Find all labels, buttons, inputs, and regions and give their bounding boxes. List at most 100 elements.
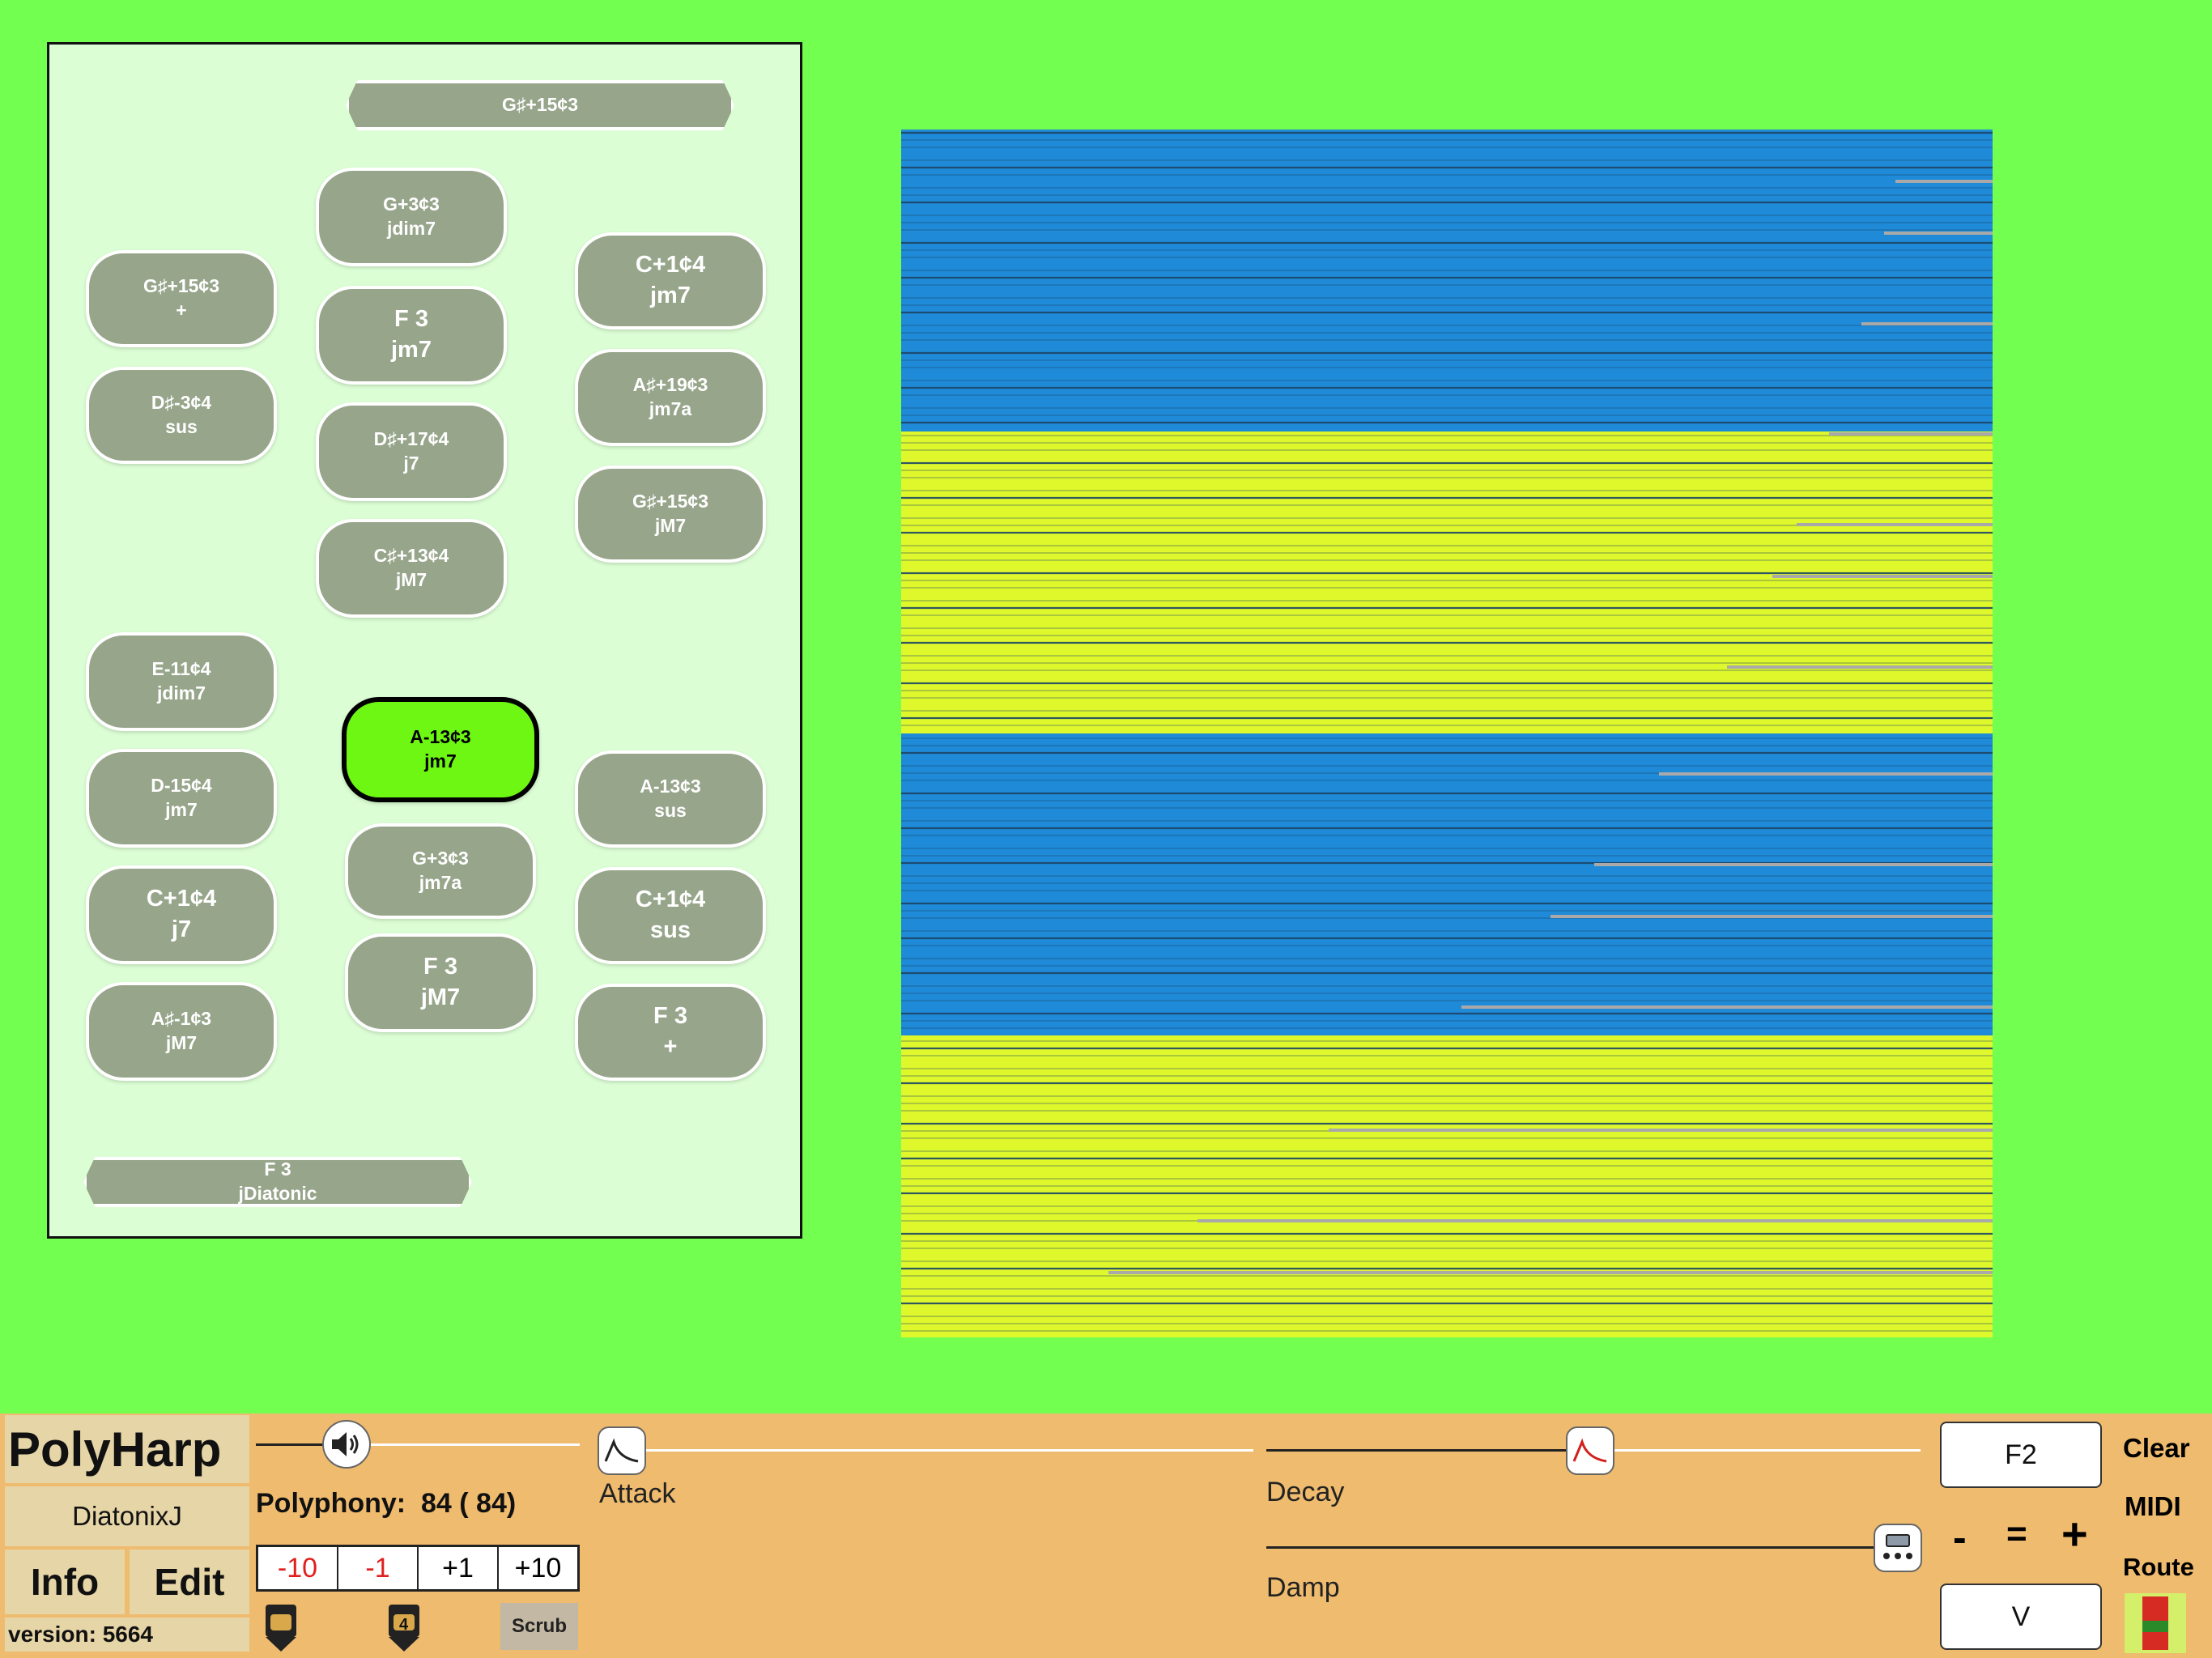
transpose-minus-button[interactable]: -: [1953, 1515, 1967, 1560]
string-section-blue: [901, 130, 1993, 432]
version-tile: version: 5664: [5, 1618, 249, 1652]
version-text: version: 5664: [8, 1622, 153, 1647]
volume-slider-track[interactable]: [256, 1443, 580, 1446]
chord-bar-bottom[interactable]: F 3 jDiatonic: [83, 1157, 472, 1207]
chord-key-root: A-13¢3: [410, 726, 471, 748]
polyphony-step-button[interactable]: -10: [258, 1547, 338, 1589]
chord-key-quality: jm7: [650, 283, 691, 308]
clear-button[interactable]: Clear: [2123, 1433, 2190, 1463]
base-note-value: F2: [2005, 1439, 2037, 1470]
damper-icon: [1883, 1534, 1912, 1559]
chord-key-root: G+3¢3: [412, 848, 469, 869]
chord-key-quality: +: [176, 300, 187, 321]
harp-strings-view[interactable]: [901, 130, 1993, 1337]
app-title: PolyHarp: [8, 1422, 222, 1477]
chord-bar-bottom-line1: F 3: [264, 1158, 291, 1180]
chord-key-root: C+1¢4: [635, 252, 706, 278]
chord-key-quality: sus: [654, 800, 687, 821]
pedal-icon-button[interactable]: [256, 1601, 306, 1653]
scrub-button[interactable]: Scrub: [500, 1603, 578, 1650]
chord-key-quality: jm7a: [419, 872, 462, 893]
info-button[interactable]: Info: [5, 1550, 125, 1614]
app-title-tile: PolyHarp: [5, 1415, 249, 1483]
transpose-reset-button[interactable]: =: [2006, 1514, 2027, 1554]
polyphony-step-button[interactable]: -1: [338, 1547, 419, 1589]
attack-envelope-icon: [604, 1438, 639, 1463]
pedal-icon: [266, 1605, 296, 1652]
chord-key-quality: +: [663, 1034, 678, 1060]
chord-key-root: C+1¢4: [146, 886, 217, 912]
attack-slider-track[interactable]: [622, 1449, 1253, 1452]
voicing-field[interactable]: V: [1940, 1584, 2102, 1650]
damp-slider-knob[interactable]: [1874, 1524, 1922, 1572]
octave-icon-button[interactable]: 4: [379, 1601, 429, 1653]
level-meter: [2125, 1593, 2186, 1653]
chord-key-quality: jdim7: [156, 682, 206, 704]
octave-icon-badge: 4: [399, 1616, 409, 1634]
volume-slider-knob[interactable]: [322, 1420, 371, 1469]
transpose-plus-button[interactable]: +: [2061, 1508, 2088, 1559]
chord-bar-top[interactable]: G♯+15¢3: [346, 80, 734, 130]
level-meter-icon: [2142, 1596, 2168, 1650]
polyphony-step-button[interactable]: +1: [419, 1547, 499, 1589]
chord-key-root: D♯-3¢4: [151, 392, 212, 414]
chord-key-root: F 3: [423, 954, 457, 980]
chord-key-quality: sus: [165, 416, 198, 437]
chord-key-root: G+3¢3: [383, 193, 440, 215]
chord-key-root: C+1¢4: [635, 886, 706, 913]
chord-key-quality: jM7: [165, 1032, 198, 1053]
decay-envelope-icon: [1572, 1438, 1607, 1463]
chord-key-root: E-11¢4: [151, 658, 211, 680]
chord-key-root: D-15¢4: [151, 775, 212, 797]
chord-bar-top-label: G♯+15¢3: [502, 94, 578, 116]
damp-slider-track[interactable]: [1266, 1546, 1921, 1549]
base-note-field[interactable]: F2: [1940, 1422, 2102, 1488]
chord-key-quality: j7: [403, 453, 419, 474]
preset-name: DiatonixJ: [72, 1501, 182, 1531]
string-section-blue: [901, 733, 1993, 1035]
scrub-button-label: Scrub: [511, 1615, 567, 1637]
chord-key-quality: jm7: [165, 799, 198, 820]
voicing-value: V: [2011, 1601, 2031, 1632]
volume-slider-fill: [256, 1443, 347, 1446]
chord-key[interactable]: C+1¢4 jm7: [575, 232, 766, 329]
chord-key-root: D♯+17¢4: [373, 428, 449, 450]
chord-key[interactable]: F 3 +: [575, 984, 766, 1081]
preset-tile[interactable]: DiatonixJ: [5, 1486, 249, 1546]
midi-button[interactable]: MIDI: [2125, 1491, 2181, 1521]
decay-slider-knob[interactable]: [1566, 1426, 1614, 1475]
chord-key[interactable]: D♯+17¢4 j7: [316, 402, 507, 501]
decay-slider-fill: [1266, 1449, 1590, 1452]
polyphony-readout: Polyphony: 84 ( 84): [256, 1488, 517, 1519]
chord-key-root: F 3: [653, 1003, 687, 1030]
chord-key-quality: jm7: [391, 337, 432, 363]
chord-bar-bottom-line2: jDiatonic: [238, 1183, 317, 1204]
chord-key-root: A♯+19¢3: [632, 374, 708, 396]
attack-slider-knob[interactable]: [598, 1426, 646, 1475]
chord-key-root: C♯+13¢4: [373, 545, 449, 567]
chord-key[interactable]: G♯+15¢3+: [86, 250, 277, 347]
chord-key-quality: jM7: [654, 515, 687, 536]
polyphony-step-button[interactable]: +10: [514, 1552, 562, 1584]
chord-key-quality: jM7: [420, 984, 461, 1010]
route-button[interactable]: Route: [2123, 1553, 2194, 1581]
polyphony-stepper: -10-1+1 +10: [256, 1545, 580, 1592]
chord-key[interactable]: G+3¢3 jm7a: [345, 823, 536, 919]
string-section-yellow: [901, 432, 1993, 733]
edit-button[interactable]: Edit: [130, 1550, 249, 1614]
